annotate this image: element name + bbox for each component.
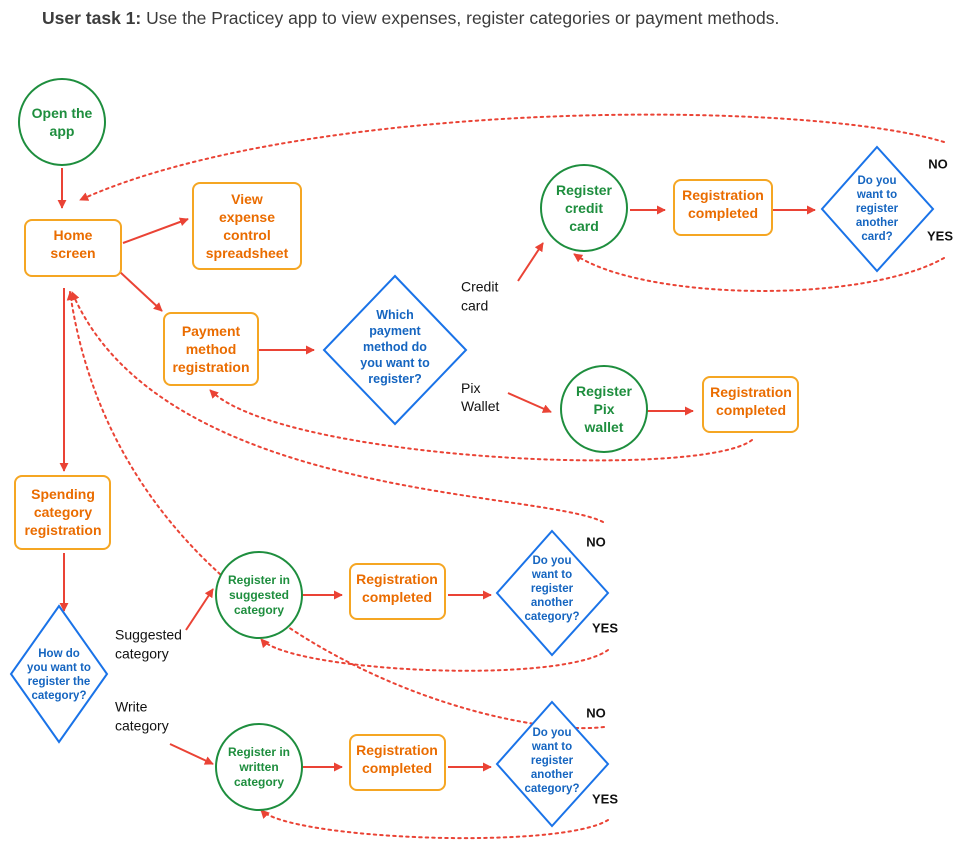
arrow-home-to-view <box>122 217 189 244</box>
arrow-home-to-payment <box>119 271 163 312</box>
return-pix-to-payment <box>209 389 753 462</box>
return-yes-cat2-to-register <box>260 809 609 840</box>
page-title: User task 1: Use the Practicey app to vi… <box>42 8 779 29</box>
arrow-write-to-register <box>169 743 214 765</box>
title-text: Use the Practicey app to view expenses, … <box>141 8 780 28</box>
node-view-spreadsheet <box>192 182 302 270</box>
node-register-written <box>215 723 303 811</box>
node-register-pix <box>560 365 648 453</box>
node-spending-registration <box>14 475 111 550</box>
node-written-completed <box>349 734 446 791</box>
arrow-pix-to-register-pix <box>507 392 552 413</box>
node-home <box>24 219 122 277</box>
edge-yes-cat2: YES <box>592 792 618 807</box>
node-another-category-1 <box>495 529 610 657</box>
edge-yes-cat1: YES <box>592 621 618 636</box>
edge-yes-card: YES <box>927 229 953 244</box>
node-which-payment <box>322 274 468 426</box>
decision-diamonds <box>9 145 935 828</box>
edge-no-cat2: NO <box>586 706 606 721</box>
node-open-app <box>18 78 106 166</box>
solid-arrows <box>57 168 816 772</box>
return-yes-cat1-to-register <box>260 638 609 672</box>
node-register-suggested <box>215 551 303 639</box>
edge-no-cat1: NO <box>586 535 606 550</box>
arrow-credit-to-register-card <box>517 242 544 282</box>
return-no-card-to-home <box>79 113 945 201</box>
return-yes-card-to-register <box>573 253 945 292</box>
node-another-category-2 <box>495 700 610 828</box>
return-no-cat1-to-home <box>71 291 604 523</box>
action-circles <box>18 78 648 811</box>
title-bold: User task 1: <box>42 8 142 28</box>
node-credit-completed <box>673 179 773 236</box>
edge-no-card: NO <box>928 157 948 172</box>
screen-boxes <box>14 179 799 791</box>
node-suggested-completed <box>349 563 446 620</box>
node-another-card <box>820 145 935 273</box>
node-register-credit-card <box>540 164 628 252</box>
node-payment-registration <box>163 312 259 386</box>
arrow-suggested-to-register <box>185 588 214 631</box>
node-how-register <box>9 604 109 744</box>
node-pix-completed <box>702 376 799 433</box>
